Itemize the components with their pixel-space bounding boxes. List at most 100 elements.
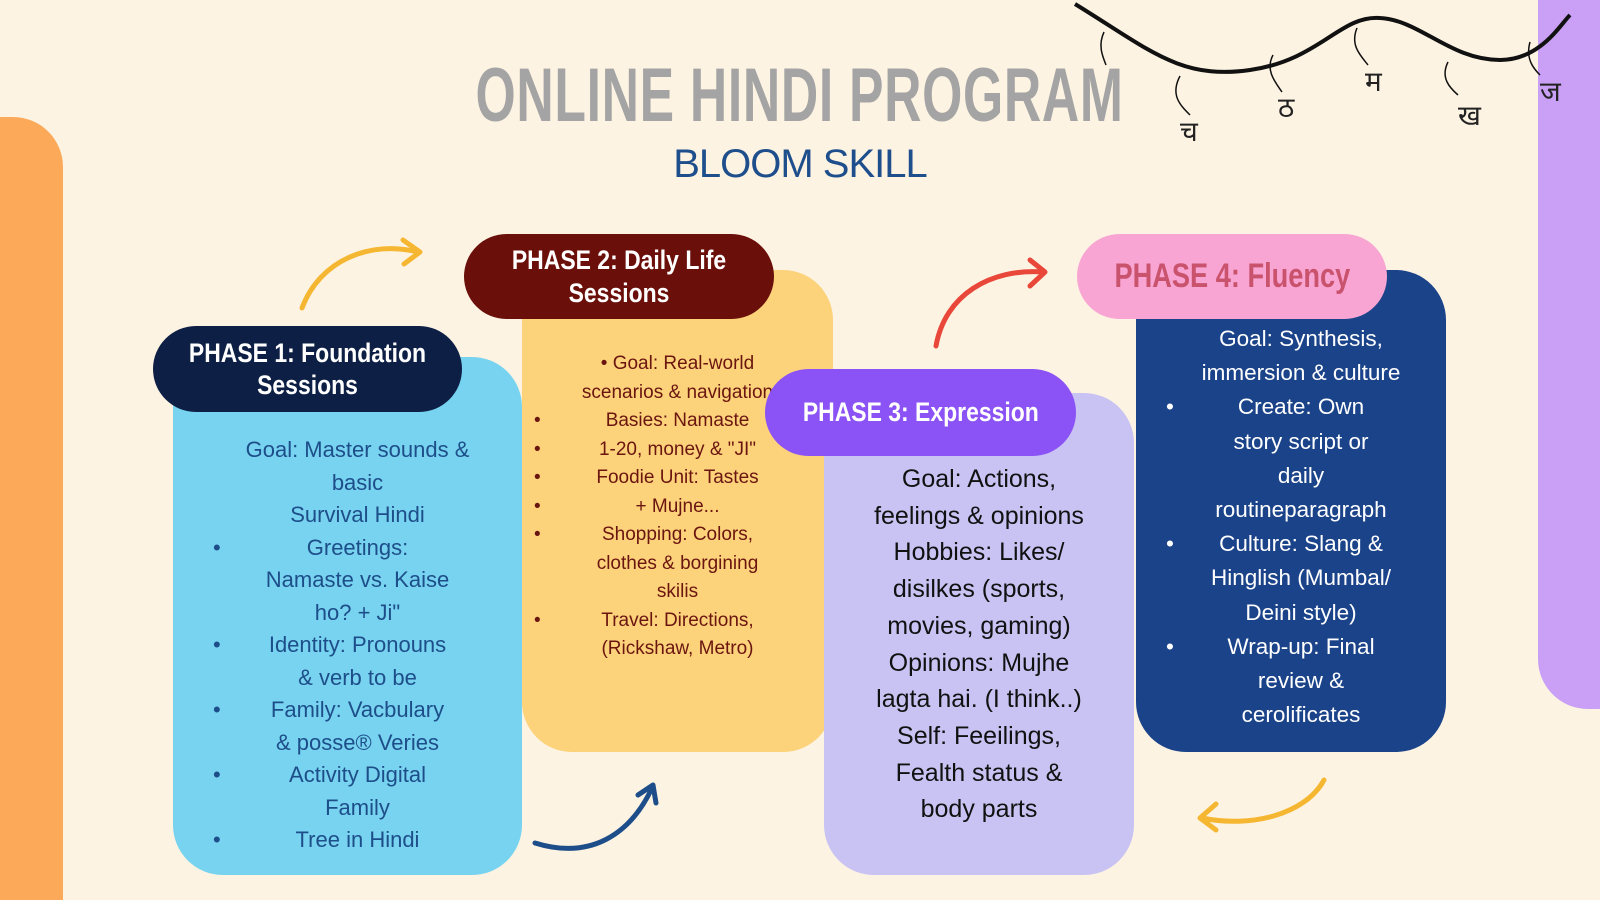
line-text: Survival Hindi [290, 502, 425, 527]
line-text: Opinions: Mujhe [888, 648, 1070, 677]
card-text-line: Survival Hindi [213, 499, 502, 532]
bullet-item: • 1-20, money & "JI" [534, 436, 821, 465]
line-text: Family: Vacbulary [270, 697, 445, 722]
line-text: clothes & borgining [596, 552, 759, 574]
card-text-line: Hobbies: Likes/ [832, 534, 1126, 571]
line-text: & verb to be [298, 664, 417, 690]
line-text: Wrap-up: Final [1227, 633, 1375, 659]
arrow-yellow-bottom [1199, 777, 1327, 824]
arrow-yellow-top [299, 246, 421, 311]
bullet-item: • + Mujne... [534, 493, 821, 522]
line-text: Hobbies: Likes/ [893, 538, 1065, 567]
bullet-item: •Shopping: Colors, [534, 521, 821, 550]
line-text: Family [325, 794, 390, 820]
line-text: disilkes (sports, [892, 575, 1066, 604]
card-text-line: skilis [534, 578, 821, 607]
line-text: skilis [656, 581, 699, 602]
bullet-icon: • [213, 827, 221, 852]
title-text: ONLINE HINDI PROGRAM [475, 53, 1125, 138]
bullet-icon: • [534, 467, 541, 488]
phase-2-header: PHASE 2: Daily Life Sessions [464, 234, 774, 319]
garland-threads [1100, 27, 1541, 116]
card-text-line: routineparagraph [1166, 493, 1436, 527]
line-text: Tree in Hindi [295, 827, 420, 852]
line-text: Self: Feeilings, [897, 721, 1061, 750]
bullet-icon: • [213, 632, 221, 657]
arrow-red-head [1027, 257, 1048, 289]
line-text: review & [1257, 668, 1345, 694]
card-text-line: Hinglish (Mumbal/ [1166, 561, 1436, 595]
card-text-line: Goal: Synthesis, [1166, 322, 1436, 356]
bullet-icon: • [534, 495, 541, 517]
card-text-line: Goal: Actions, [832, 461, 1126, 498]
bullet-item: •Foodie Unit: Tastes [534, 464, 821, 493]
card-text-line: Goal: Master sounds & [213, 434, 502, 467]
card-text-line: basic [213, 467, 502, 500]
orange-side-decoration [0, 117, 63, 900]
arrow-yellow-top-head [400, 237, 423, 267]
card-text-line: Deini style) [1166, 596, 1436, 630]
line-text: Culture: Slang & [1219, 531, 1383, 557]
line-text: Goal: Synthesis, [1219, 326, 1383, 351]
hindi-letter: म [1365, 66, 1382, 97]
hindi-letter: च [1180, 116, 1198, 147]
bullet-item: • Identity: Pronouns [213, 629, 502, 662]
phase-4-card: Goal: Synthesis, immersion & culture • Crea… [1136, 270, 1446, 752]
bullet-item: • Create: Own [1166, 390, 1436, 424]
bullet-icon: • [213, 697, 221, 722]
line-text: Hinglish (Mumbal/ [1210, 565, 1392, 591]
line-text: body parts [920, 795, 1038, 824]
card-text-line: Opinions: Mujhe [832, 645, 1126, 682]
bullet-item: • Travel: Directions, [534, 607, 821, 636]
line-text: Activity Digital [289, 762, 426, 787]
card-text-line: Namaste vs. Kaise [213, 564, 502, 597]
card-text-line: disilkes (sports, [832, 571, 1126, 608]
phase-4-header: PHASE 4: Fluency [1077, 234, 1387, 319]
card-text-line: clothes & borgining [534, 550, 821, 579]
bullet-icon: • [534, 609, 541, 631]
line-text: + Mujne... [635, 495, 720, 517]
card-text-line: lagta hai. (I think..) [832, 681, 1126, 718]
card-text-line: immersion & culture [1166, 356, 1436, 390]
card-text-line: Self: Feeilings, [832, 718, 1126, 755]
bullet-item: • Tree in Hindi [213, 824, 502, 857]
line-text: • Goal: Real-world [600, 353, 755, 374]
line-text: Greetings: [306, 534, 409, 560]
line-text: scenarios & navigation [581, 381, 774, 403]
line-text: Namaste vs. Kaise [265, 567, 450, 592]
arrow-yellow-bottom-head [1197, 801, 1219, 833]
line-text: immersion & culture [1201, 360, 1401, 386]
bullet-item: • Family: Vacbulary [213, 694, 502, 727]
card-text-line: review & [1166, 664, 1436, 698]
line-text: Identity: Pronouns [268, 632, 447, 657]
phase-2-card: • Goal: Real-world scenarios & navigation… [522, 270, 833, 752]
line-text: routineparagraph [1215, 497, 1387, 523]
line-text: lagta hai. (I think..) [876, 685, 1082, 714]
line-text: Goal: Master sounds & [245, 437, 470, 462]
line-text: & posse® Veries [276, 729, 439, 755]
line-text: Travel: Directions, [601, 609, 754, 631]
bullet-icon: • [534, 438, 541, 460]
bullet-icon: • [534, 410, 541, 431]
line-text: ho? + Ji" [314, 599, 401, 625]
phase-1-header: PHASE 1: Foundation Sessions [153, 326, 462, 412]
bullet-icon: • [1166, 394, 1174, 420]
hindi-letter: ज [1540, 76, 1561, 107]
line-text: Basies: Namaste [605, 410, 750, 431]
line-text: Goal: Actions, [901, 465, 1057, 493]
bullet-icon: • [1166, 531, 1174, 557]
line-text: feelings & opinions [874, 501, 1084, 530]
line-text: 1-20, money & "JI" [598, 438, 757, 460]
line-text: Create: Own [1237, 394, 1365, 420]
line-text: Fealth status & [895, 758, 1063, 787]
line-text: (Rickshaw, Metro) [601, 638, 754, 659]
card-text-line: & verb to be [213, 662, 502, 695]
arrow-blue-head [635, 782, 659, 806]
card-text-line: daily [1166, 459, 1436, 493]
line-text: story script or [1233, 428, 1369, 454]
arrow-red [933, 269, 1047, 349]
card-text-line: story script or [1166, 425, 1436, 459]
card-text-line: movies, gaming) [832, 608, 1126, 645]
